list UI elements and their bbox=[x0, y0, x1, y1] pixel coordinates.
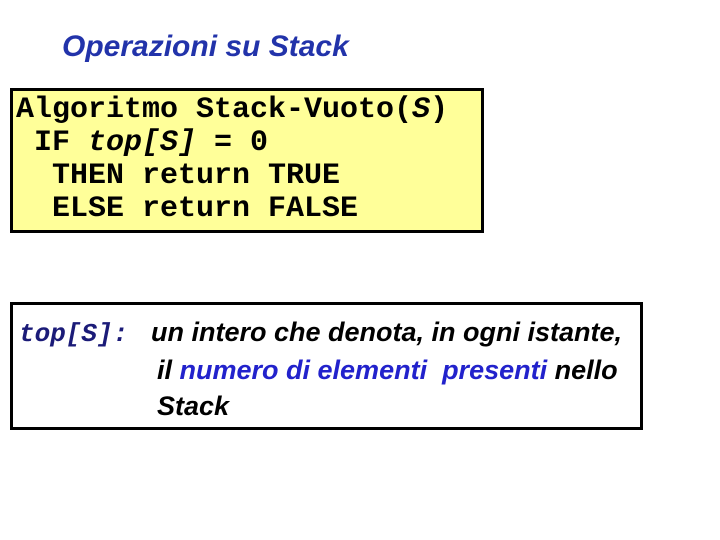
code-text-italic: S bbox=[412, 93, 431, 127]
definition-line-1: top[S]: un intero che denota, in ogni ist… bbox=[19, 314, 640, 352]
definition-text: nello bbox=[547, 355, 618, 385]
code-line-1: Algoritmo Stack-Vuoto(S) bbox=[16, 94, 481, 127]
code-text: ELSE return FALSE bbox=[16, 192, 359, 226]
definition-text: Stack bbox=[157, 391, 230, 421]
code-line-3: THEN return TRUE bbox=[16, 160, 481, 193]
code-text-italic: top[S] bbox=[88, 126, 197, 160]
definition-line-3: Stack bbox=[157, 388, 640, 424]
code-line-2: IF top[S] = 0 bbox=[16, 127, 481, 160]
definition-text-highlight: numero di elementi presenti bbox=[179, 355, 548, 385]
code-text: = 0 bbox=[196, 126, 269, 160]
slide-title: Operazioni su Stack bbox=[62, 30, 349, 63]
definition-text: il bbox=[157, 355, 180, 385]
code-text: ) bbox=[430, 93, 449, 127]
algorithm-box: Algoritmo Stack-Vuoto(S) IF top[S] = 0 T… bbox=[10, 88, 484, 233]
code-line-4: ELSE return FALSE bbox=[16, 193, 481, 226]
term-top-s: top[S]: bbox=[19, 319, 129, 349]
code-text: THEN return TRUE bbox=[16, 159, 341, 193]
code-text: Algoritmo Stack-Vuoto( bbox=[16, 93, 413, 127]
definition-line-2: il numero di elementi presenti nello bbox=[157, 352, 640, 388]
code-text: IF bbox=[16, 126, 89, 160]
definition-text: un intero che denota, in ogni istante, bbox=[151, 317, 623, 347]
definition-box: top[S]: un intero che denota, in ogni ist… bbox=[10, 302, 643, 430]
